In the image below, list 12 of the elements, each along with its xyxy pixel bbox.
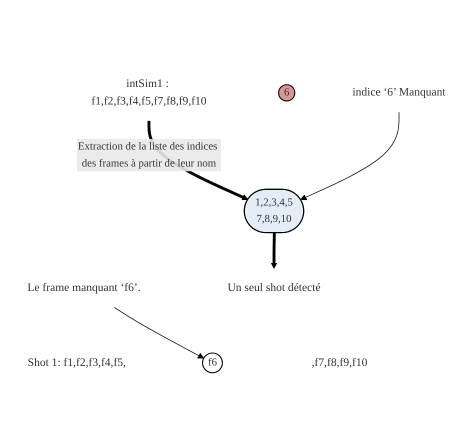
arrow <box>300 112 400 201</box>
node-text: Le frame manquant ‘f6’. <box>27 282 141 294</box>
edge-label: Extraction de la liste des indices des frames à partir de leur nom <box>78 142 218 170</box>
arrow <box>114 308 204 359</box>
node-circle: 6 <box>278 84 296 102</box>
arrow <box>270 233 278 270</box>
node-text: intSim1 : f1,f2,f3,f4,f5,f7,f8,f9,f10 <box>91 78 207 108</box>
node-text: Un seul shot détecté <box>227 282 321 294</box>
node-text: ,f7,f8,f9,f10 <box>312 356 368 370</box>
node-text: Shot 1: f1,f2,f3,f4,f5, <box>28 356 126 370</box>
node-circle: f6 <box>202 352 223 374</box>
node-text: indice ‘6’ Manquant <box>352 86 446 100</box>
